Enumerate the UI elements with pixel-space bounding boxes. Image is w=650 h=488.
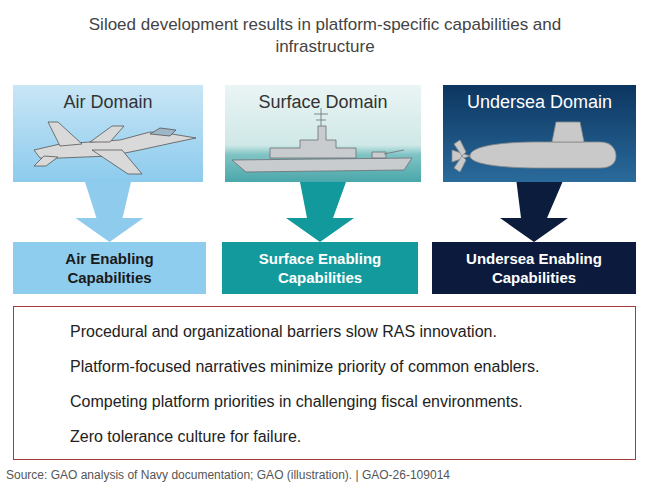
domain-title: Surface Domain <box>258 92 387 112</box>
capability-label: Air Enabling Capabilities <box>24 249 196 287</box>
capability-label: Surface Enabling Capabilities <box>234 249 406 287</box>
capability-box: Air Enabling Capabilities <box>13 242 206 294</box>
jet-illustration <box>34 122 196 174</box>
arrow-shape <box>76 182 144 242</box>
down-arrow <box>286 182 354 242</box>
domain-panel: Surface Domain <box>225 85 421 182</box>
challenge-text: Platform-focused narratives minimize pri… <box>70 349 627 384</box>
domain-panel: Air Domain <box>13 85 203 182</box>
challenges-box: Procedural and organizational barriers s… <box>13 306 636 460</box>
capability-box: Surface Enabling Capabilities <box>222 242 418 294</box>
air-panel <box>13 85 203 182</box>
source-caption: Source: GAO analysis of Navy documentati… <box>6 468 450 482</box>
domain-panel: Undersea Domain <box>443 85 636 182</box>
challenge-text: Zero tolerance culture for failure. <box>70 419 627 454</box>
challenge-text: Procedural and organizational barriers s… <box>70 314 627 349</box>
domain-title: Undersea Domain <box>467 92 612 112</box>
ship-illustration <box>232 108 412 172</box>
capability-box: Undersea Enabling Capabilities <box>432 242 636 294</box>
arrow-shape <box>286 182 354 242</box>
undersea-panel <box>443 85 636 182</box>
down-arrow <box>500 182 568 242</box>
capability-label: Undersea Enabling Capabilities <box>448 249 620 287</box>
domain-title: Air Domain <box>63 92 152 112</box>
diagram-title: Siloed development results in platform-s… <box>75 14 575 58</box>
challenge-text: Competing platform priorities in challen… <box>70 384 627 419</box>
surface-panel <box>225 85 421 182</box>
arrow-shape <box>500 182 568 242</box>
submarine-illustration <box>452 122 616 172</box>
down-arrow <box>76 182 144 242</box>
